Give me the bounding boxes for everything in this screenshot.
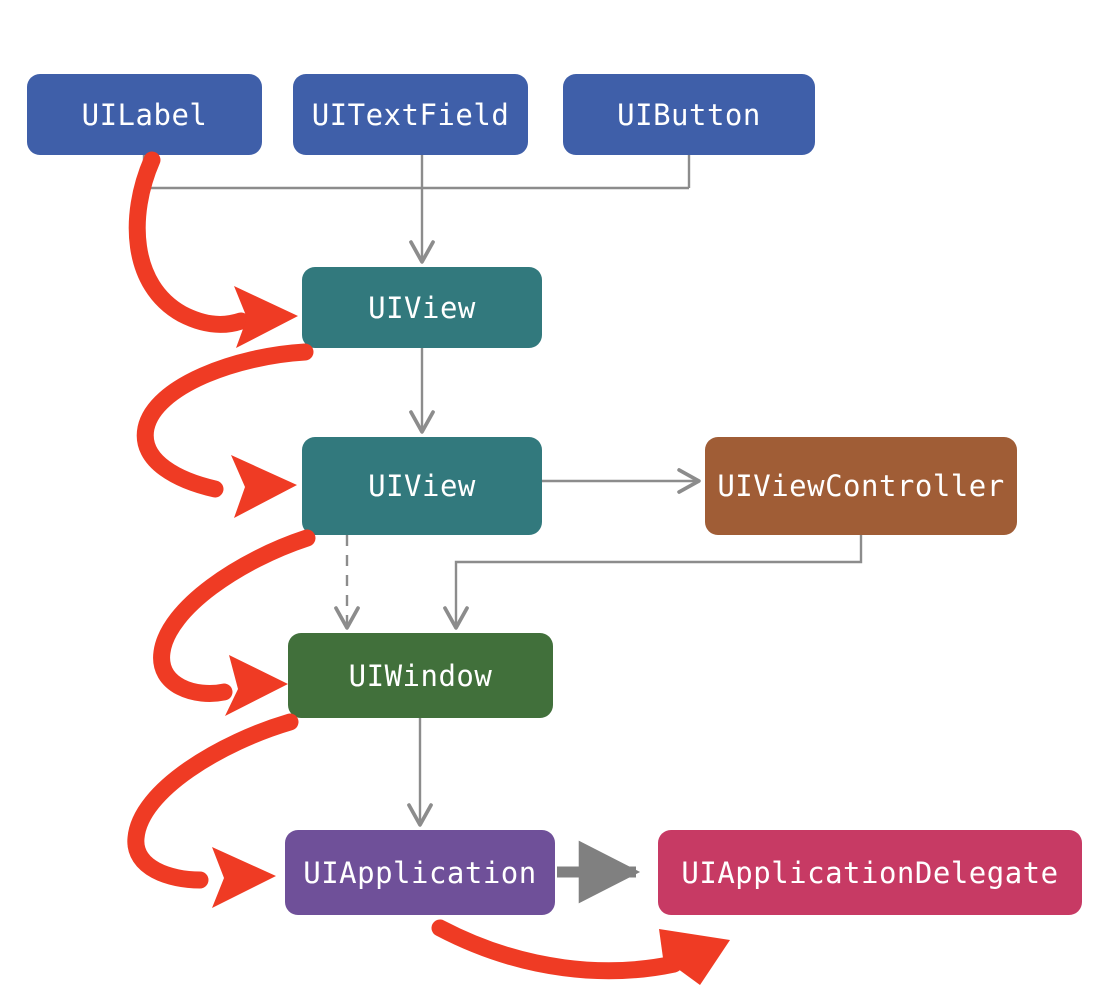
node-uibutton[interactable]: UIButton — [563, 74, 815, 155]
edge-uiviewcontroller-to-uiwindow — [443, 535, 863, 630]
node-uiapplication[interactable]: UIApplication — [285, 830, 555, 915]
node-uiview-mid[interactable]: UIView — [302, 437, 542, 535]
node-label: UIApplication — [303, 855, 537, 890]
node-uiviewcontroller[interactable]: UIViewController — [705, 437, 1017, 535]
node-label: UIWindow — [348, 658, 493, 693]
node-uiview-top[interactable]: UIView — [302, 267, 542, 348]
node-label: UIView — [368, 469, 476, 503]
node-label: UILabel — [81, 97, 208, 132]
node-label: UIApplicationDelegate — [681, 855, 1059, 890]
node-uitextfield[interactable]: UITextField — [293, 74, 528, 155]
node-label: UITextField — [311, 97, 510, 132]
node-uiwindow[interactable]: UIWindow — [288, 633, 553, 718]
node-uiapplicationdelegate[interactable]: UIApplicationDelegate — [658, 830, 1082, 915]
node-label: UIViewController — [717, 469, 1005, 503]
node-label: UIButton — [617, 97, 761, 132]
node-uilabel[interactable]: UILabel — [27, 74, 262, 155]
node-label: UIView — [368, 290, 476, 325]
